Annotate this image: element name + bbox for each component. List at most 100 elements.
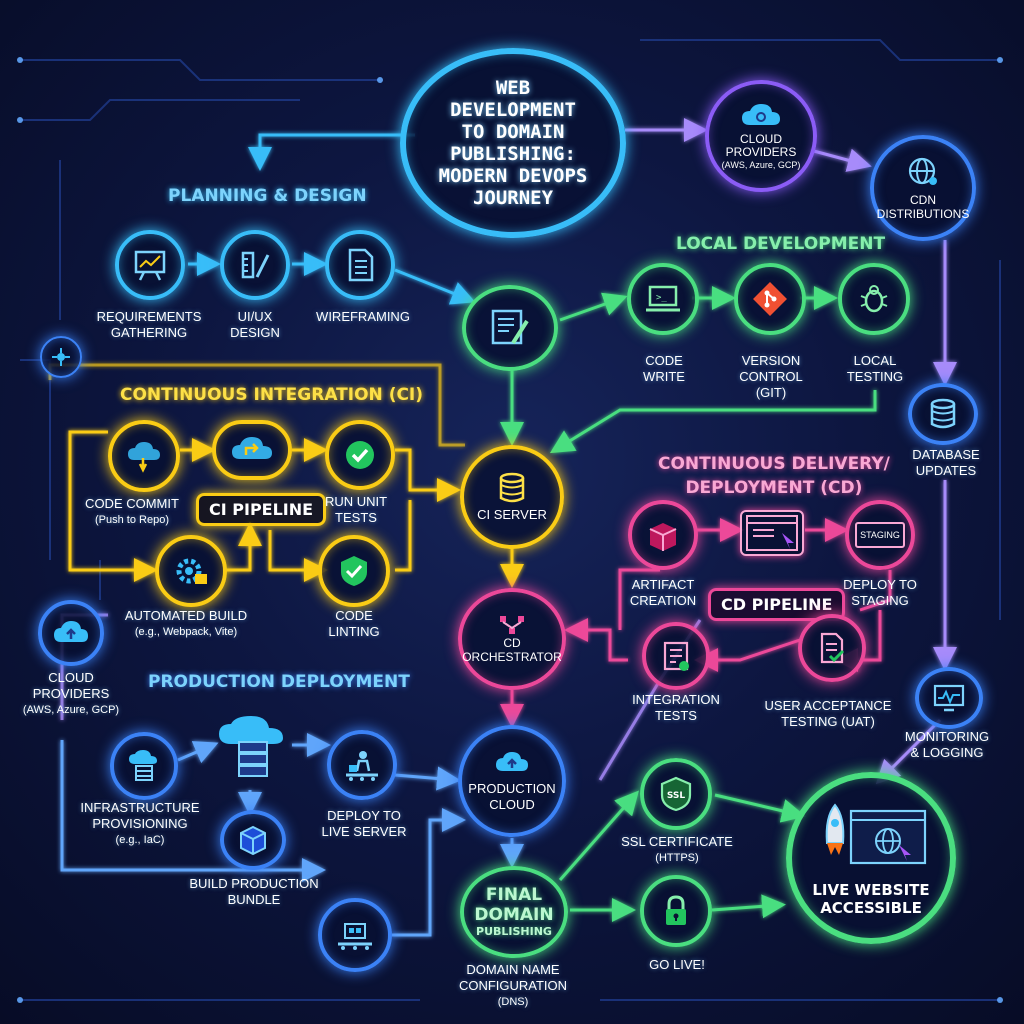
label-line: TESTS: [335, 510, 377, 525]
label-line: & LOGGING: [910, 745, 984, 760]
code-editor-node[interactable]: [462, 285, 558, 371]
version-control-node[interactable]: [734, 263, 806, 335]
uat-node[interactable]: [798, 614, 866, 682]
cloud-providers-left-node[interactable]: [38, 600, 104, 666]
title-line: MODERN DEVOPS: [438, 165, 588, 187]
globe-icon: [908, 157, 937, 185]
shield-check-icon: [341, 556, 367, 586]
requirements-node[interactable]: [115, 230, 185, 300]
label-line: GO LIVE!: [649, 957, 705, 972]
monitoring-node[interactable]: [915, 667, 983, 729]
automated-build-node[interactable]: [155, 535, 227, 607]
uiux-node[interactable]: [220, 230, 290, 300]
infra-node[interactable]: [110, 732, 178, 800]
deploy-staging-node[interactable]: STAGING: [845, 500, 915, 570]
label-line: AUTOMATED BUILD: [124, 608, 248, 623]
go-live-node[interactable]: [640, 875, 712, 947]
label-line: ARTIFACT: [631, 577, 695, 592]
label-line: (e.g., Webpack, Vite): [134, 626, 238, 638]
hub-icon: [52, 348, 70, 366]
label-line: LOCAL: [853, 353, 897, 368]
conveyor-worker-icon: [346, 751, 378, 781]
label-line: DEPLOY TO: [843, 577, 917, 592]
cube-icon: [240, 825, 266, 856]
presentation-board-icon: [134, 250, 166, 281]
ssl-label: SSL CERTIFICATE(HTTPS): [621, 834, 733, 866]
title-line: TO DOMAIN: [461, 121, 565, 143]
wireframing-label: WIREFRAMING: [316, 309, 410, 325]
monitor-chart-icon: [933, 684, 965, 712]
section-ci-heading: CONTINUOUS INTEGRATION (CI): [120, 385, 424, 405]
label-line: LIVE SERVER: [321, 824, 407, 839]
local-testing-node[interactable]: [838, 263, 910, 335]
label-line: CLOUD: [739, 131, 782, 146]
cloud-icon: [742, 103, 780, 125]
ssl-node[interactable]: SSL: [640, 758, 712, 830]
cloud-merge-icon: [232, 437, 272, 459]
artifact-creation-node[interactable]: [628, 500, 698, 570]
label-line: PROVIDERS: [32, 686, 110, 701]
integration-tests-node[interactable]: [642, 622, 710, 690]
label-line: CONTROL: [739, 369, 803, 384]
code-linting-node[interactable]: [318, 535, 390, 607]
wireframing-node[interactable]: [325, 230, 395, 300]
cd-browser-node[interactable]: [740, 510, 804, 556]
label-line: DEPLOY TO: [327, 808, 401, 823]
label-line: TESTING: [846, 369, 904, 384]
label-line: (DNS): [497, 996, 529, 1008]
label-line: CDN: [909, 193, 936, 207]
cloud-server-stack-icon: [219, 716, 283, 777]
monitoring-label: MONITORING& LOGGING: [905, 729, 989, 761]
label-line: PROVISIONING: [92, 816, 188, 831]
label-line: TESTS: [655, 708, 697, 723]
title-line: JOURNEY: [472, 187, 554, 209]
factory-node[interactable]: [318, 898, 392, 972]
label-line: UI/UX: [237, 309, 273, 324]
code-write-node[interactable]: >_: [627, 263, 699, 335]
label-line: INFRASTRUCTURE: [80, 800, 200, 815]
label-line: (HTTPS): [655, 852, 699, 864]
ssl-badge-text: SSL: [667, 791, 686, 801]
lock-icon: [666, 895, 686, 925]
ci-server-node[interactable]: CI SERVER: [460, 445, 564, 549]
label-line: (GIT): [755, 385, 787, 400]
label-line: FINAL: [485, 885, 543, 905]
code-commit-node[interactable]: [108, 420, 180, 492]
label-line: DOMAIN: [474, 905, 554, 925]
staging-badge: STAGING: [855, 522, 905, 548]
label-line: PUBLISHING: [476, 925, 552, 938]
label-line: DESIGN: [230, 325, 280, 340]
label-line: (e.g., IaC): [115, 834, 165, 846]
label-line: LIVE WEBSITE: [812, 881, 930, 899]
label-line: CREATION: [629, 593, 697, 608]
section-local-heading: LOCAL DEVELOPMENT: [676, 234, 886, 254]
label-line: WRITE: [643, 369, 685, 384]
run-unit-tests-node[interactable]: [325, 420, 395, 490]
build-bundle-node[interactable]: [220, 810, 286, 870]
final-domain-label: FINAL DOMAIN PUBLISHING: [474, 885, 553, 939]
label-line: CONFIGURATION: [458, 978, 568, 993]
deploy-live-node[interactable]: [327, 730, 397, 800]
rocket-browser-icon: [825, 803, 927, 865]
ci-cloud-node[interactable]: [212, 420, 292, 480]
section-cd-heading: CONTINUOUS DELIVERY/ DEPLOYMENT (CD): [658, 452, 890, 500]
label-line: WIREFRAMING: [316, 309, 410, 324]
database-node[interactable]: [908, 383, 978, 445]
label-line: ORCHESTRATOR: [462, 650, 562, 664]
final-domain-node[interactable]: FINAL DOMAIN PUBLISHING: [460, 866, 568, 958]
label-line: BUILD PRODUCTION: [189, 876, 319, 891]
production-server-cloud-node[interactable]: [213, 712, 293, 788]
title-circle: WEB DEVELOPMENT TO DOMAIN PUBLISHING: MO…: [400, 48, 626, 238]
